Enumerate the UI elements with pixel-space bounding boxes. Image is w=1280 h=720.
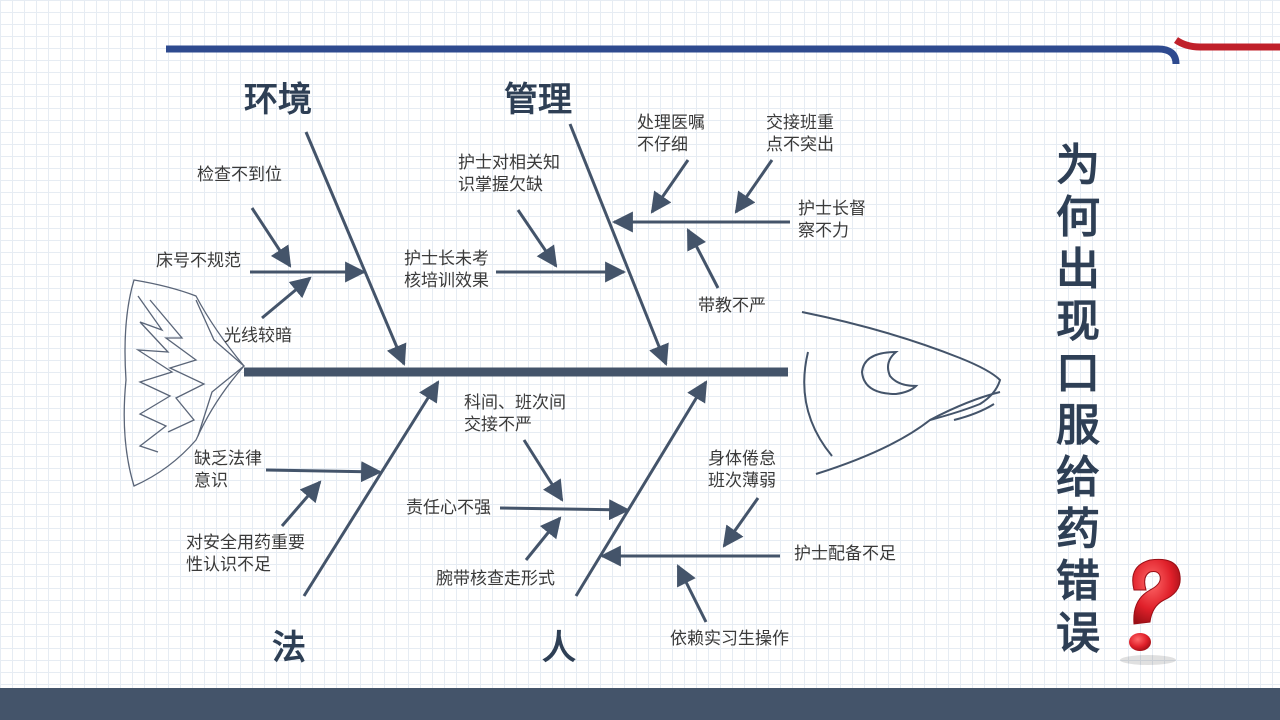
- arrow-inspection: [250, 207, 292, 268]
- cause-teaching-not-strict: 带教不严: [698, 296, 766, 316]
- cause-wristband-formality: 腕带核查走形式: [436, 569, 555, 589]
- cause-bed-number-irregular: 床号不规范: [156, 251, 241, 271]
- arrow-wristband: [524, 516, 562, 561]
- cause-nurse-knowledge-lacking: 护士对相关知 识掌握欠缺: [458, 153, 560, 195]
- category-environment: 环境: [244, 80, 312, 120]
- cause-dim-lighting: 光线较暗: [224, 326, 292, 346]
- arrow-orders: [650, 159, 690, 214]
- cause-inspection-inadequate: 检查不到位: [197, 165, 282, 185]
- arrow-legal-awareness: [265, 461, 383, 483]
- category-management: 管理: [504, 80, 572, 120]
- cause-lack-legal-awareness: 缺乏法律 意识: [194, 449, 262, 491]
- bone-management: [568, 123, 669, 366]
- cause-head-nurse-no-assessment: 护士长未考 核培训效果: [404, 249, 489, 291]
- arrow-fatigue: [722, 497, 760, 548]
- top-accent-rule: [166, 37, 1280, 65]
- cause-head-nurse-supervision: 护士长督 察不力: [798, 199, 866, 241]
- arrow-shift-handover: [522, 439, 564, 502]
- cause-handover-not-highlighted: 交接班重 点不突出: [766, 113, 834, 155]
- cause-safety-awareness-insufficient: 对安全用药重要 性认识不足: [186, 533, 305, 575]
- footer-bar: [0, 688, 1280, 720]
- bone-law: [302, 380, 440, 597]
- arrow-lighting: [261, 276, 312, 320]
- arrow-nurse-knowledge: [516, 209, 558, 268]
- cause-weak-responsibility: 责任心不强: [406, 498, 491, 518]
- arrow-responsibility: [499, 499, 631, 521]
- bone-environment: [304, 131, 407, 366]
- fish-tail-icon: [123, 279, 246, 487]
- cause-orders-not-careful: 处理医嘱 不仔细: [637, 113, 705, 155]
- page-title: 为何出现口服给药错误: [1056, 140, 1100, 659]
- cause-rely-on-interns: 依赖实习生操作: [670, 629, 789, 649]
- category-people: 人: [542, 628, 576, 668]
- question-mark-icon: [1120, 558, 1181, 665]
- arrow-interns: [676, 564, 708, 623]
- bone-people: [574, 380, 708, 597]
- arrow-handover: [734, 159, 774, 214]
- fish-head-icon: [801, 311, 1002, 475]
- arrow-safety-awareness: [280, 480, 322, 527]
- cause-fatigue-weak-shift: 身体倦怠 班次薄弱: [708, 449, 776, 491]
- category-law: 法: [272, 628, 306, 668]
- cause-handover-between-shifts: 科间、班次间 交接不严: [464, 393, 566, 435]
- cause-nurse-staffing-insufficient: 护士配备不足: [794, 544, 896, 564]
- arrow-teaching: [686, 228, 720, 289]
